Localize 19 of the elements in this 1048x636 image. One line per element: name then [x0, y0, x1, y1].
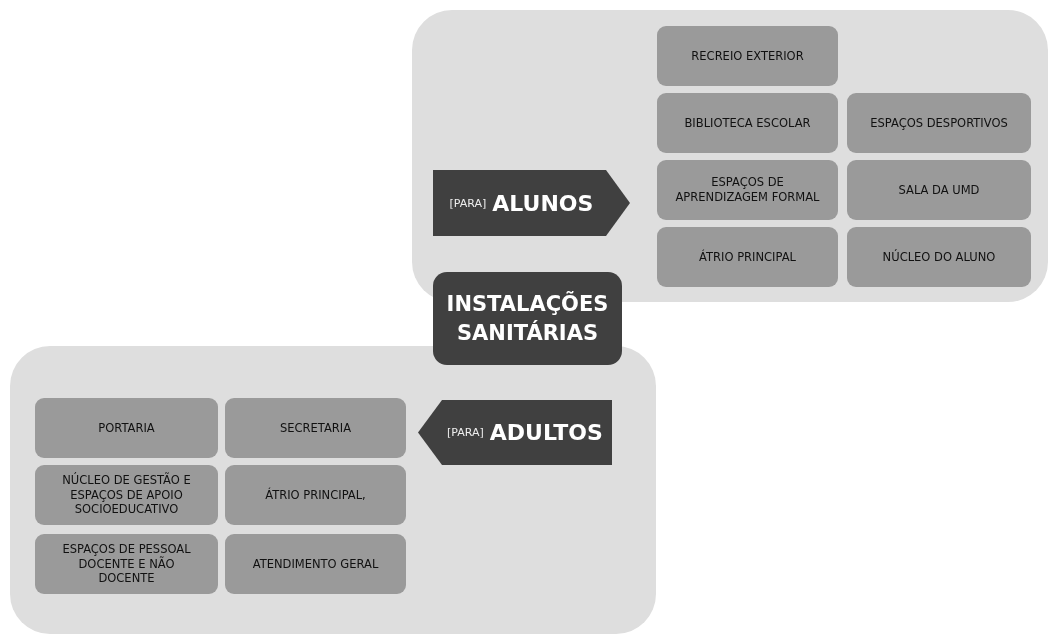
- location-box: SALA DA UMD: [847, 160, 1031, 220]
- location-box: ESPAÇOS DE PESSOAL DOCENTE E NÃO DOCENTE: [35, 534, 218, 594]
- location-box: SECRETARIA: [225, 398, 406, 458]
- location-box: BIBLIOTECA ESCOLAR: [657, 93, 838, 153]
- location-box: ÁTRIO PRINCIPAL,: [225, 465, 406, 525]
- tag-title: ALUNOS: [492, 190, 594, 216]
- title-box: INSTALAÇÕES SANITÁRIAS: [433, 272, 622, 365]
- location-box: NÚCLEO DE GESTÃO E ESPAÇOS DE APOIO SOCIOEDUCATIVO: [35, 465, 218, 525]
- location-box: NÚCLEO DO ALUNO: [847, 227, 1031, 287]
- tag-title: ADULTOS: [489, 420, 603, 445]
- location-box: ESPAÇOS DESPORTIVOS: [847, 93, 1031, 153]
- location-box: ÁTRIO PRINCIPAL: [657, 227, 838, 287]
- location-box: ESPAÇOS DE APRENDIZAGEM FORMAL: [657, 160, 838, 220]
- location-box: RECREIO EXTERIOR: [657, 26, 838, 86]
- location-box: PORTARIA: [35, 398, 218, 458]
- group-panel: [10, 346, 656, 634]
- tag-prefix: [PARA]: [449, 196, 487, 210]
- tag-prefix: [PARA]: [447, 426, 484, 439]
- location-box: ATENDIMENTO GERAL: [225, 534, 406, 594]
